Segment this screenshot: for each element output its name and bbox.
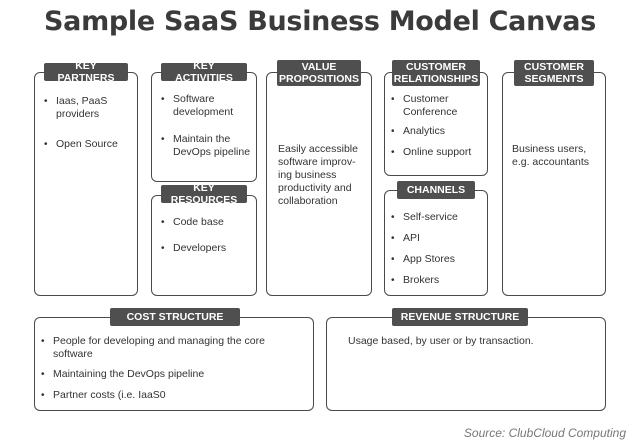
list-item: Analytics [391,125,485,138]
customer-segments-label: CUSTOMER SEGMENTS [514,60,594,86]
cost-structure-label: COST STRUCTURE [110,308,240,326]
value-propositions-block [266,72,372,296]
customer-segments-block [502,72,606,296]
value-propositions-label: VALUE PROPOSITIONS [277,60,361,86]
list-item-text: Brokers [403,274,440,286]
key-partners-list: Iaas, PaaS providers Open Source [44,95,132,151]
list-item-text: API [403,232,420,244]
list-item-text: Code base [173,216,224,228]
list-item: Maintaining the DevOps pipeline [41,368,307,381]
list-item: People for developing and managing the c… [41,335,307,361]
revenue-structure-text: Usage based, by user or by transaction. [348,335,534,347]
list-item: Brokers [391,274,485,287]
list-item-text: Maintain the DevOps pipeline [173,133,251,158]
list-item: API [391,232,485,245]
key-activities-block [151,72,257,182]
key-activities-label: KEY ACTIVITIES [161,60,247,84]
list-item: Customer Conference [391,93,485,119]
list-item: Self-service [391,211,485,224]
revenue-structure-label: REVENUE STRUCTURE [392,308,528,326]
list-item: Code base [161,216,255,229]
key-resources-list: Code base Developers [161,216,255,255]
channels-label: CHANNELS [397,181,475,199]
list-item: Iaas, PaaS providers [44,95,132,121]
customer-segments-text: Business users, e.g. accountants [512,143,590,168]
list-item-text: Online support [403,146,472,158]
list-item: Maintain the DevOps pipeline [161,133,255,159]
customer-relationships-list: Customer Conference Analytics Online sup… [391,93,485,159]
list-item-text: Developers [173,242,227,254]
list-item-text: Maintaining the DevOps pipeline [53,368,205,380]
list-item-text: App Stores [403,253,455,265]
list-item-text: Customer Conference [403,93,458,118]
page-title: Sample SaaS Business Model Canvas [44,6,596,37]
list-item-text: Self-service [403,211,458,223]
cost-structure-list: People for developing and managing the c… [41,335,307,402]
source-credit: Source: ClubCloud Computing [463,426,626,440]
list-item: App Stores [391,253,485,266]
revenue-structure-block [326,317,606,411]
list-item: Open Source [44,138,132,151]
list-item-text: Open Source [56,138,118,150]
customer-relationships-label: CUSTOMER RELATIONSHIPS [392,60,480,86]
key-activities-list: Software development Maintain the DevOps… [161,93,255,159]
list-item-text: Partner costs (i.e. IaaS0 [53,389,166,401]
value-propositions-text: Easily accessible software improv-ing bu… [278,143,358,207]
list-item: Developers [161,242,255,255]
channels-list: Self-service API App Stores Brokers [391,211,485,287]
key-resources-label: KEY RESOURCES [161,182,247,206]
list-item-text: Iaas, PaaS providers [56,95,108,120]
list-item: Online support [391,146,485,159]
list-item-text: Analytics [403,125,446,137]
key-partners-label: KEY PARTNERS [44,60,128,84]
list-item: Software development [161,93,255,119]
list-item: Partner costs (i.e. IaaS0 [41,389,307,402]
list-item-text: People for developing and managing the c… [53,335,265,360]
list-item-text: Software development [173,93,234,118]
